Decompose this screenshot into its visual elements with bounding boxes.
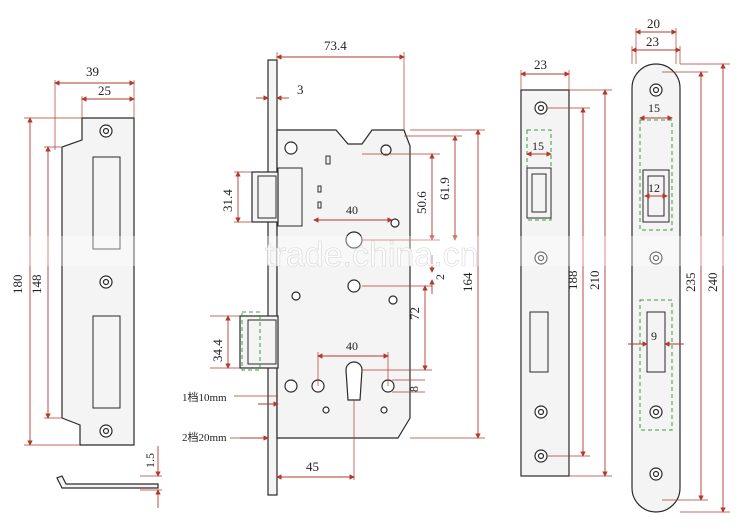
faceplate-square-hole-1-inner	[537, 104, 545, 112]
dim-square-total-length: 210	[587, 271, 602, 291]
dim-164: 164	[460, 272, 475, 292]
case-screw-bottom	[284, 379, 298, 393]
case-pin	[322, 406, 330, 414]
dim-backset-total: 73.4	[324, 38, 347, 53]
watermark: trade.china.cn	[265, 236, 479, 274]
dim-strike-height-total: 180	[10, 275, 25, 295]
faceplate-round-latch-slot	[642, 169, 670, 223]
faceplate-square-hole-2-inner	[537, 254, 545, 262]
faceplate-square-hole-4-inner	[537, 452, 545, 460]
watermark-band	[0, 236, 750, 266]
dead-bolt-throw-outline	[241, 311, 261, 371]
faceplate-square-body	[520, 89, 570, 477]
dim-round-bolt-slot: 9	[651, 329, 657, 343]
dim-round-slot-inner: 12	[648, 181, 660, 195]
dim-50-6: 50.6	[414, 191, 429, 214]
case-rivet-right	[388, 295, 398, 305]
faceplate-round-hole-4-inner	[652, 470, 660, 478]
faceplate-round-body	[631, 63, 681, 513]
case-rivet-left	[291, 291, 301, 301]
dim-round-width-inner: 20	[647, 16, 660, 31]
latch-bolt-inner	[257, 175, 277, 219]
dim-strike-width-lip: 25	[98, 83, 111, 98]
dim-backset: 45	[306, 459, 319, 474]
faceplate-square-latch-slot-inner	[531, 173, 547, 213]
screw-hole-middle-inner	[102, 278, 110, 286]
faceplate-round-hole-2-inner	[652, 254, 660, 262]
lock-body: 73.4 3 31.4 40 50.6 61.9 164 2 72	[182, 38, 485, 496]
strike-plate: 39 25 180 148 1.5	[10, 64, 162, 508]
bolt-opening	[92, 315, 121, 409]
screw-hole-bottom-inner	[102, 427, 110, 435]
dim-strike-thickness: 1.5	[143, 453, 157, 468]
faceplate-round-bolt-outline	[639, 299, 673, 431]
dim-handle-spacing: 40	[346, 203, 358, 217]
dim-strike-width-total: 39	[86, 64, 99, 79]
handle-spindle-lower	[347, 279, 361, 293]
dead-bolt-inner	[247, 319, 277, 365]
faceplate-round: 20 23 15 12 9 235 240	[628, 16, 730, 513]
dim-61-9: 61.9	[437, 177, 452, 200]
dim-2: 2	[433, 274, 447, 280]
dim-72: 72	[407, 307, 422, 320]
screw-hole-top-inner	[102, 127, 110, 135]
latch-housing	[277, 167, 303, 227]
dim-round-slot-width: 15	[648, 101, 660, 115]
strike-plate-body	[61, 117, 135, 446]
case-slot-2	[317, 201, 322, 209]
dim-8: 8	[407, 386, 421, 392]
faceplate-square: 23 15 188 210	[520, 57, 612, 477]
case-pin-right	[380, 406, 388, 414]
latch-opening	[92, 156, 121, 250]
dim-faceplate-thickness: 3	[297, 82, 304, 97]
cylinder-keyhole	[345, 361, 363, 401]
case-slot-3	[325, 155, 331, 165]
case-rivet-upper	[390, 218, 400, 228]
dim-strike-height-holes: 148	[29, 275, 44, 295]
dim-square-width: 23	[534, 57, 547, 72]
faceplate-square-bolt-slot	[529, 311, 549, 373]
case-slot-1	[317, 185, 322, 193]
dim-square-slot-width: 15	[532, 139, 544, 153]
faceplate-round-hole-1-inner	[652, 86, 660, 94]
faceplate-round-hole-3-inner	[652, 408, 660, 416]
faceplate-square-hole-3-inner	[537, 408, 545, 416]
latch-bolt	[251, 171, 279, 223]
throw-note-second: 2档20mm	[182, 430, 227, 444]
dim-round-inner-length: 235	[683, 273, 698, 293]
strike-plate-profile	[56, 475, 159, 489]
dead-bolt	[239, 315, 279, 369]
dim-round-total-length: 240	[705, 273, 720, 293]
dim-round-width-outer: 23	[646, 34, 659, 49]
throw-note-first: 1档10mm	[182, 390, 227, 404]
dim-latch-height: 31.4	[220, 189, 235, 212]
faceplate-square-latch-slot	[526, 167, 552, 219]
dim-deadbolt-height: 34.4	[210, 339, 225, 362]
dim-cylinder-spacing: 40	[346, 339, 358, 353]
case-rivet-corner	[380, 144, 392, 156]
case-screw-top	[284, 141, 298, 155]
lock-faceplate-edge	[267, 59, 278, 496]
dim-square-inner-length: 188	[565, 271, 580, 291]
